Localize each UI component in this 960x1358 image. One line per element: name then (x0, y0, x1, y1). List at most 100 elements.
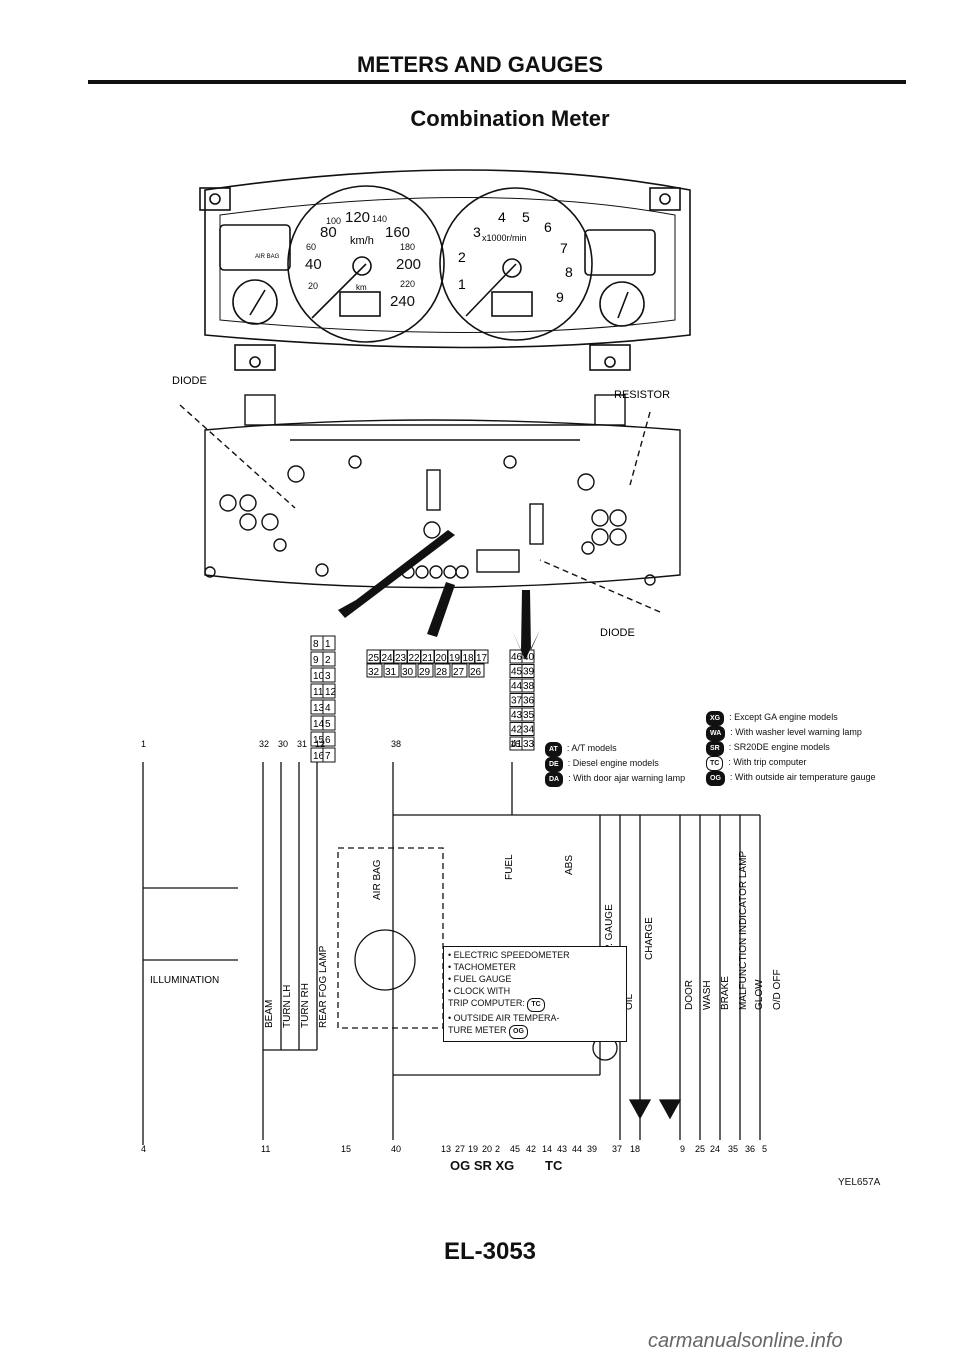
bottom-code-group-1: OG SR XG (450, 1158, 515, 1173)
connector-cell (521, 693, 535, 707)
connector-pin: 39 (523, 667, 535, 678)
wire-label-beam: BEAM (264, 1000, 275, 1028)
wire-label-air-bag: AIR BAG (372, 859, 383, 900)
wire-label-glow: GLOW (754, 979, 765, 1010)
bottom-pin-number: 27 (455, 1144, 465, 1154)
bottom-pin-number: 44 (572, 1144, 582, 1154)
bottom-pin-number: 24 (710, 1144, 720, 1154)
top-pin-number: 31 (297, 739, 307, 749)
connector-pin: 42 (511, 725, 523, 736)
connector-cell (400, 663, 417, 678)
code-at-icon: AT (545, 742, 562, 757)
bottom-pin-number: 45 (510, 1144, 520, 1154)
connector-pin: 1 (325, 639, 331, 650)
odometer-label: km (356, 283, 367, 292)
connector-pin: 6 (325, 735, 331, 746)
connector-cell (417, 663, 434, 678)
bottom-pin-number: 9 (680, 1144, 685, 1154)
bottom-pin-number: 39 (587, 1144, 597, 1154)
legend-right: XG: Except GA engine models WA: With was… (706, 711, 875, 786)
function-item-text: TRIP COMPUTER: (448, 998, 525, 1008)
bottom-pin-number: 2 (495, 1144, 500, 1154)
function-item: • TACHOMETER (448, 962, 516, 972)
connector-pin: 31 (385, 667, 397, 678)
connector-cell (322, 635, 336, 651)
wire-label-brake: BRAKE (720, 976, 731, 1010)
connector-cell (521, 678, 535, 693)
function-item: TURE METER OG (448, 1024, 622, 1039)
speedo-tick-60: 60 (306, 242, 316, 252)
code-xg-icon: XG (706, 711, 725, 726)
connector-pin: 32 (368, 667, 380, 678)
top-pin-number: 16 (510, 739, 520, 749)
speedo-tick-180: 180 (400, 242, 415, 252)
code-sr-icon: SR (706, 741, 724, 756)
wire-label-abs: ABS (564, 855, 575, 875)
connector-cell (521, 736, 535, 751)
legend-text: : With outside air temperature gauge (729, 772, 876, 782)
connector-pin: 44 (511, 681, 523, 692)
code-da-icon: DA (545, 772, 564, 787)
connector-cell (322, 651, 336, 667)
connector-pin: 25 (368, 653, 380, 664)
tacho-tick-8: 8 (565, 264, 573, 280)
wire-label-oil: OIL (624, 993, 635, 1010)
bottom-pin-number: 18 (630, 1144, 640, 1154)
connector-pin: 33 (523, 739, 535, 750)
connector-cell (451, 663, 468, 678)
connector-pin: 45 (511, 667, 523, 678)
connector-cell (521, 722, 535, 736)
legend-item-tc: TC : With trip computer (706, 756, 875, 771)
connector-cell (366, 663, 383, 678)
wire-label-charge: CHARGE (644, 917, 655, 960)
meter-function-box: • ELECTRIC SPEEDOMETER • TACHOMETER • FU… (443, 946, 627, 1042)
legend-text: : With trip computer (728, 757, 807, 767)
function-item: • FUEL GAUGE (448, 974, 512, 984)
wire-label-turn-rh: TURN RH (300, 983, 311, 1028)
code-og-icon: OG (509, 1025, 528, 1039)
pointer-arrows (338, 530, 540, 660)
speedo-tick-80: 80 (320, 224, 337, 241)
bottom-pin-number: 5 (762, 1144, 767, 1154)
connector-pin: 21 (422, 653, 434, 664)
connector-pin: 18 (463, 653, 475, 664)
speedo-tick-40: 40 (305, 256, 322, 273)
connector-pin: 46 (511, 652, 523, 663)
bottom-pin-number: 13 (441, 1144, 451, 1154)
code-tc-icon: TC (527, 998, 545, 1012)
figure-id: YEL657A (838, 1177, 881, 1188)
connector-pin: 15 (313, 735, 325, 746)
tachometer-dial (439, 187, 593, 341)
tacho-tick-1: 1 (458, 276, 466, 292)
code-tc-icon: TC (706, 756, 724, 771)
temp-gauge (599, 281, 645, 327)
tacho-tick-7: 7 (560, 240, 568, 256)
section-subtitle: Combination Meter (410, 106, 610, 131)
connector-pin: 3 (325, 671, 331, 682)
speedo-tick-240: 240 (390, 293, 415, 310)
bottom-pin-number: 11 (261, 1144, 270, 1154)
speedo-unit: km/h (350, 235, 374, 247)
connector-pin: 38 (523, 681, 535, 692)
wire-label-illumination: ILLUMINATION (150, 975, 219, 986)
connector-pin: 37 (511, 696, 523, 707)
connector-pin: 43 (511, 710, 523, 721)
speedo-tick-20: 20 (308, 281, 318, 291)
tacho-tick-6: 6 (544, 219, 552, 235)
speedo-tick-220: 220 (400, 279, 415, 289)
connector-pin: 36 (523, 696, 535, 707)
connector-pin: 34 (523, 725, 535, 736)
fuel-gauge (232, 279, 278, 325)
legend-left: AT: A/T models DE: Diesel engine models … (545, 742, 685, 787)
function-item: • OUTSIDE AIR TEMPERA- (448, 1013, 560, 1023)
bottom-pin-number: 40 (391, 1144, 401, 1154)
connector-cell (322, 747, 336, 763)
speedo-ticks: 100 120 140 80 160 60 180 40 200 20 220 … (305, 209, 421, 310)
page-title: METERS AND GAUGES (356, 52, 604, 77)
airbag-label: AIR BAG (255, 254, 280, 260)
connector-pin: 26 (470, 667, 482, 678)
speedo-tick-160: 160 (385, 224, 410, 241)
connector-pin: 5 (325, 719, 331, 730)
connector-pin: 9 (313, 655, 319, 666)
watermark: carmanualsonline.info (648, 1330, 843, 1352)
